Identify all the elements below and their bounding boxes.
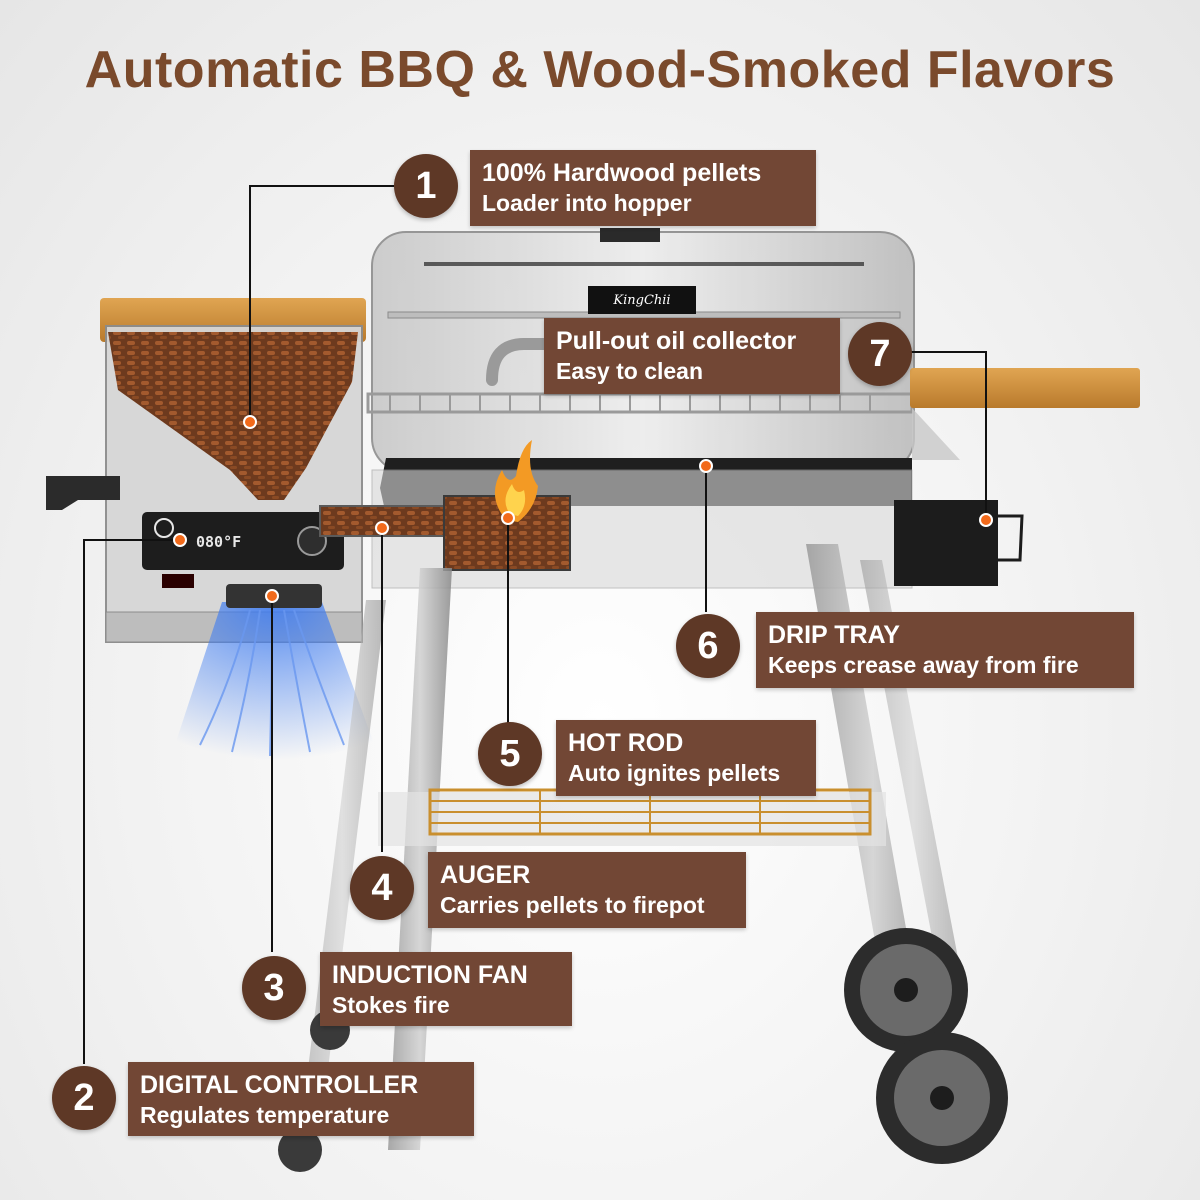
caster-lower (278, 1128, 322, 1172)
callout-heading-3: INDUCTION FAN (332, 961, 528, 989)
callout-label-7: Pull-out oil collector Easy to clean (544, 318, 840, 394)
callout-label-1: 100% Hardwood pellets Loader into hopper (470, 150, 816, 226)
side-lid-handle (486, 338, 554, 386)
marker-dot-3 (265, 589, 279, 603)
leader-line-1 (249, 185, 394, 422)
callout-sub-4: Carries pellets to firepot (440, 892, 705, 918)
callout-badge-6: 6 (676, 614, 740, 678)
leader-lines (83, 185, 987, 1064)
callout-sub-7: Easy to clean (556, 358, 704, 384)
callout-badge-1: 1 (394, 154, 458, 218)
callout-heading-1: 100% Hardwood pellets (482, 159, 762, 187)
leader-line-7 (910, 351, 987, 520)
oil-collector-bucket (894, 500, 998, 586)
callout-heading-2: DIGITAL CONTROLLER (140, 1071, 419, 1099)
callout-heading-4: AUGER (440, 861, 531, 889)
fan-airflow (170, 602, 380, 760)
marker-dot-7 (979, 513, 993, 527)
controller-temperature-display: 080°F (196, 533, 242, 551)
callout-heading-6: DRIP TRAY (768, 621, 900, 649)
auger-tube (319, 505, 449, 537)
marker-dot-2 (173, 533, 187, 547)
callout-sub-1: Loader into hopper (482, 190, 692, 216)
power-icon (154, 518, 174, 538)
callout-badge-2: 2 (52, 1066, 116, 1130)
callout-badge-3: 3 (242, 956, 306, 1020)
callout-label-3: INDUCTION FAN Stokes fire (320, 952, 572, 1026)
marker-dot-5 (501, 511, 515, 525)
meat-probe-readout (162, 574, 194, 588)
side-handle (46, 476, 120, 510)
callout-label-5: HOT ROD Auto ignites pellets (556, 720, 816, 796)
lid-handle (600, 228, 660, 242)
page-title: Automatic BBQ & Wood-Smoked Flavors (84, 41, 1116, 99)
callout-badge-5: 5 (478, 722, 542, 786)
wheel-lower (876, 1032, 1008, 1164)
callout-label-6: DRIP TRAY Keeps crease away from fire (756, 612, 1134, 688)
controller-panel (142, 512, 344, 570)
side-shelf (910, 368, 1140, 408)
callout-label-4: AUGER Carries pellets to firepot (428, 852, 746, 928)
marker-dot-6 (699, 459, 713, 473)
callout-sub-2: Regulates temperature (140, 1102, 390, 1128)
callout-badge-7: 7 (848, 322, 912, 386)
bottom-shelf (378, 788, 886, 846)
callout-sub-6: Keeps crease away from fire (768, 652, 1079, 678)
callout-badge-4: 4 (350, 856, 414, 920)
marker-dots (173, 415, 993, 603)
leader-line-2 (83, 539, 180, 1064)
brand-logo: KingChii (588, 286, 696, 314)
callout-sub-5: Auto ignites pellets (568, 760, 781, 786)
callout-heading-5: HOT ROD (568, 729, 684, 757)
callout-sub-3: Stokes fire (332, 992, 450, 1018)
pellet-pile (108, 332, 358, 500)
callout-heading-7: Pull-out oil collector (556, 327, 797, 355)
marker-dot-4 (375, 521, 389, 535)
wheel-upper (844, 928, 968, 1052)
marker-dot-1 (243, 415, 257, 429)
callout-label-2: DIGITAL CONTROLLER Regulates temperature (128, 1062, 474, 1136)
